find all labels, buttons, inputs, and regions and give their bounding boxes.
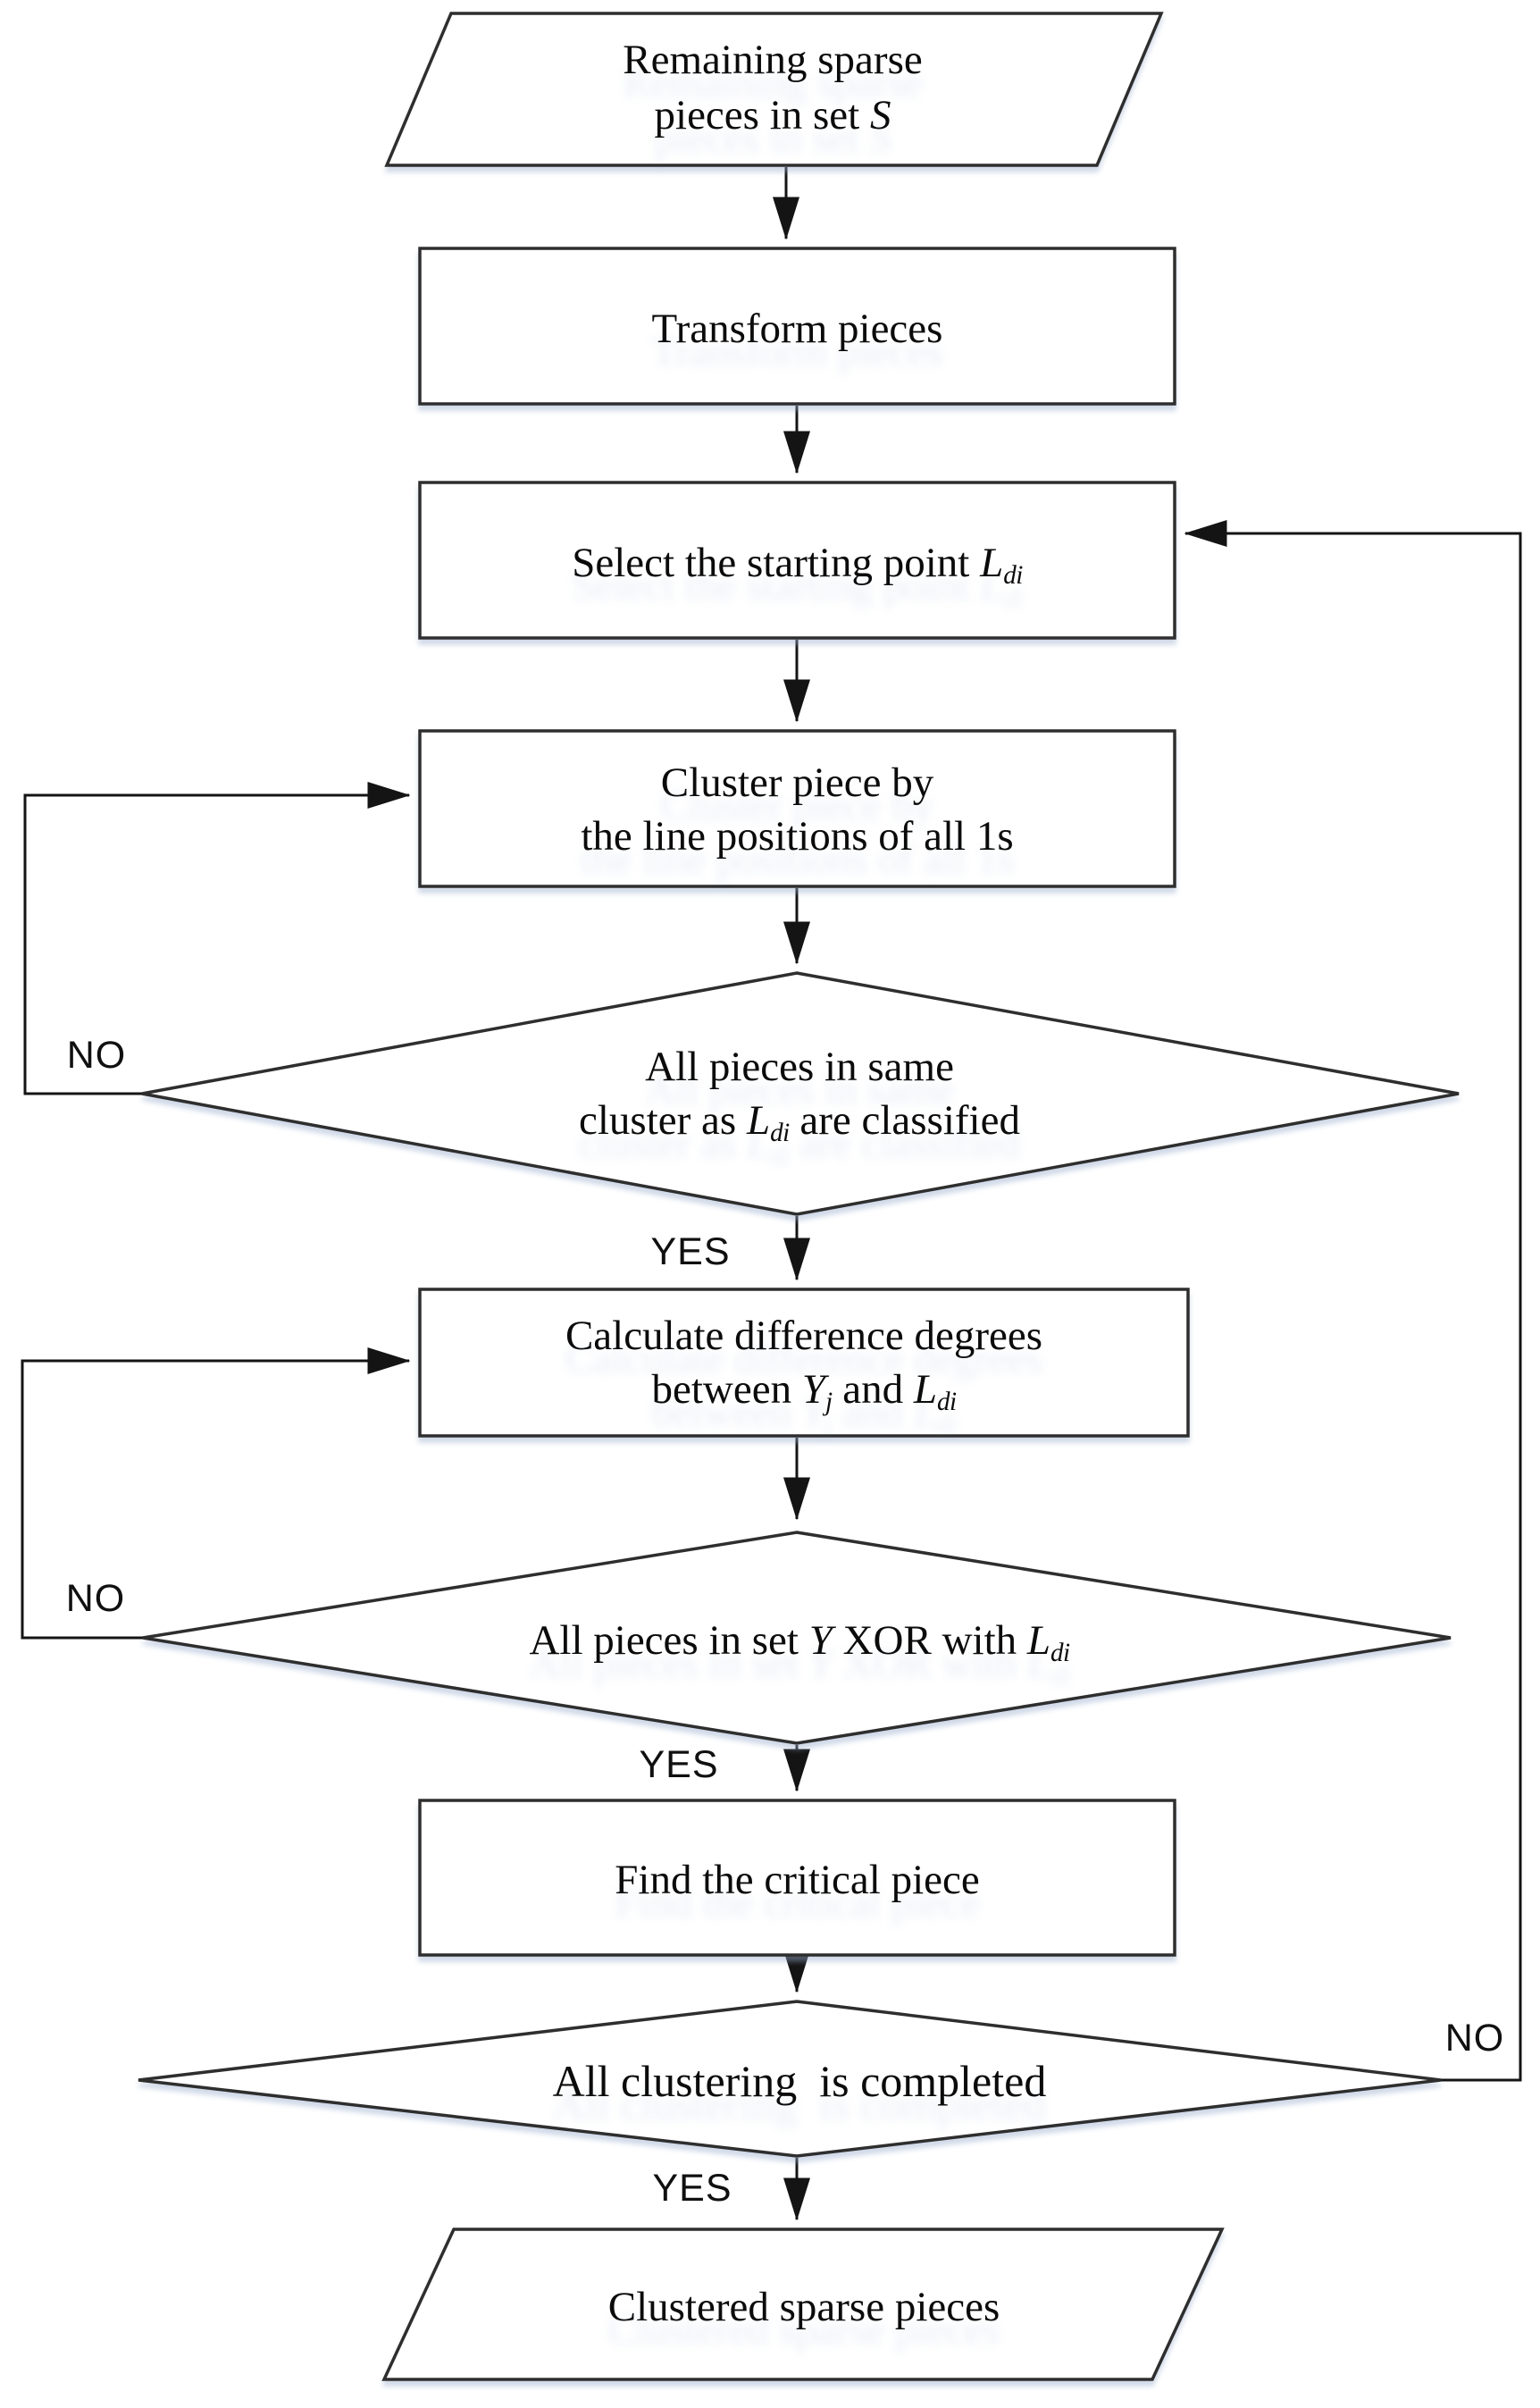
node-critical-label: Find the critical piece bbox=[615, 1857, 980, 1903]
node-cluster-rect bbox=[418, 729, 1176, 888]
node-critical-rect bbox=[418, 1799, 1176, 1957]
branch-label-completed-yes: YES bbox=[652, 2167, 732, 2210]
branch-label-xor-yes: YES bbox=[639, 1743, 719, 1786]
node-end-parallelogram bbox=[381, 2228, 1225, 2381]
node-classified-diamond bbox=[141, 971, 1460, 1216]
branch-label-classified-yes: YES bbox=[650, 1230, 731, 1273]
branch-label-xor-no: NO bbox=[65, 1577, 126, 1620]
node-completed-label: All clustering is completed bbox=[552, 2056, 1047, 2106]
branch-label-classified-no: NO bbox=[66, 1034, 127, 1077]
node-end-label: Clustered sparse pieces bbox=[607, 2284, 1000, 2330]
node-xor-label: All pieces in set Y XOR with Ldi bbox=[529, 1617, 1070, 1668]
edge-completed-no-loop bbox=[1184, 520, 1522, 2082]
node-transform-label: Transform pieces bbox=[651, 306, 943, 352]
node-transform-rect bbox=[418, 247, 1176, 406]
node-calc-rect bbox=[418, 1288, 1190, 1438]
node-xor-diamond bbox=[142, 1531, 1452, 1745]
edge-xor-no-loop bbox=[21, 1347, 411, 1640]
flowchart-nodes bbox=[138, 12, 1460, 2381]
node-start-parallelogram bbox=[384, 12, 1164, 167]
node-select-rect bbox=[418, 481, 1176, 640]
edge-classified-no-loop bbox=[23, 782, 411, 1095]
node-select-label: Select the starting point Ldi bbox=[572, 540, 1023, 591]
node-completed-diamond bbox=[138, 2000, 1442, 2158]
branch-label-completed-no: NO bbox=[1444, 2017, 1505, 2060]
flowchart-edges bbox=[21, 167, 1522, 2221]
